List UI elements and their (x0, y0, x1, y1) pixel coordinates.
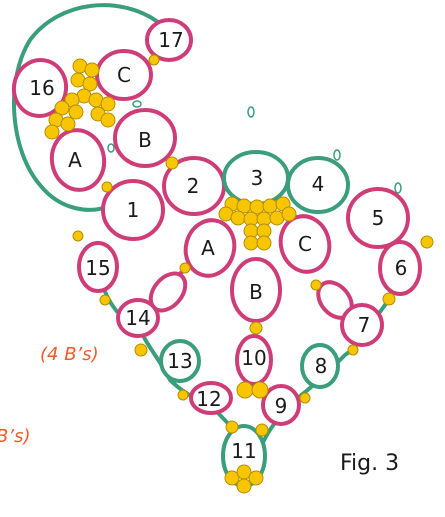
ring-a-mid-label: A (201, 236, 215, 260)
bead-cluster-bottom (224, 464, 264, 494)
bead (347, 344, 359, 356)
bead (177, 389, 189, 401)
bead (165, 156, 179, 170)
ring-c-mid-label: C (298, 232, 312, 256)
ring-1 (101, 179, 165, 241)
note-line-1: (4 B’s) (40, 344, 99, 365)
bead (243, 235, 259, 251)
bead (101, 181, 113, 193)
ring-4 (286, 156, 350, 214)
bead (256, 235, 272, 251)
bead (255, 423, 269, 437)
bead (100, 96, 116, 112)
ring-5-label: 5 (372, 206, 385, 230)
bead (236, 478, 252, 494)
bead (84, 62, 100, 78)
ring-11-label: 11 (231, 439, 256, 463)
ring-14-label: 14 (125, 306, 150, 330)
bead (224, 470, 240, 486)
ring-13 (159, 339, 201, 383)
ring-9 (261, 384, 301, 426)
ring-9-label: 9 (275, 394, 288, 418)
ring-13-label: 13 (167, 349, 192, 373)
bead (299, 392, 311, 404)
bead (281, 206, 297, 222)
bead (382, 292, 396, 306)
ring-10-label: 10 (241, 346, 266, 370)
bead (82, 76, 98, 92)
ring-6 (378, 240, 422, 296)
picot (394, 182, 402, 194)
note-line-2: B’s) (0, 426, 30, 447)
ring-c-top-label: C (117, 63, 131, 87)
ring-8-label: 8 (315, 354, 328, 378)
ring-c-mid (278, 214, 332, 274)
ring-8 (300, 343, 340, 389)
ring-2-label: 2 (187, 174, 200, 198)
ring-4-label: 4 (312, 172, 325, 196)
bead (72, 230, 84, 242)
bead (236, 381, 254, 399)
ring-12-label: 12 (196, 387, 221, 411)
single-beads (72, 54, 434, 437)
picot (247, 106, 255, 118)
ring-a-left-label: A (68, 148, 82, 172)
bead (249, 321, 263, 335)
ring-15 (77, 241, 119, 293)
ring-16-label: 16 (29, 76, 54, 100)
picot (132, 100, 142, 108)
picot (333, 149, 341, 161)
bead (420, 235, 434, 249)
ring-12 (189, 381, 233, 415)
bead (134, 343, 148, 357)
ring-6-label: 6 (395, 256, 408, 280)
ring-7-label: 7 (358, 313, 371, 337)
bead (44, 124, 60, 140)
ring-17-label: 17 (158, 28, 183, 52)
bead (99, 294, 111, 306)
figure-label: Fig. 3 (340, 451, 399, 476)
bead-cluster-top-left (44, 58, 116, 140)
bead-cluster-center (218, 196, 297, 251)
bead (251, 381, 269, 399)
ring-14 (116, 298, 160, 338)
ring-b-top (113, 108, 177, 168)
ring-b-mid (230, 257, 282, 323)
picot (107, 143, 115, 153)
ring-15-label: 15 (85, 256, 110, 280)
ring-5 (346, 187, 410, 249)
ring-a-left (49, 128, 107, 192)
bead (100, 112, 116, 128)
bead-pair-ring-10 (236, 381, 269, 399)
bead (54, 100, 70, 116)
ring-17 (145, 18, 193, 62)
bead (230, 210, 246, 226)
ring-1-label: 1 (127, 198, 140, 222)
ring-3-label: 3 (251, 166, 264, 190)
ring-a-mid (183, 218, 237, 278)
ring-b-top-label: B (138, 128, 152, 152)
ring-b-mid-label: B (249, 280, 263, 304)
bead (148, 54, 160, 66)
bead (179, 262, 191, 274)
bead (248, 470, 264, 486)
bead (310, 279, 322, 291)
ring-7 (340, 303, 384, 347)
bead (225, 420, 239, 434)
bead (60, 116, 76, 132)
bead (68, 104, 84, 120)
ring-16 (11, 58, 69, 118)
